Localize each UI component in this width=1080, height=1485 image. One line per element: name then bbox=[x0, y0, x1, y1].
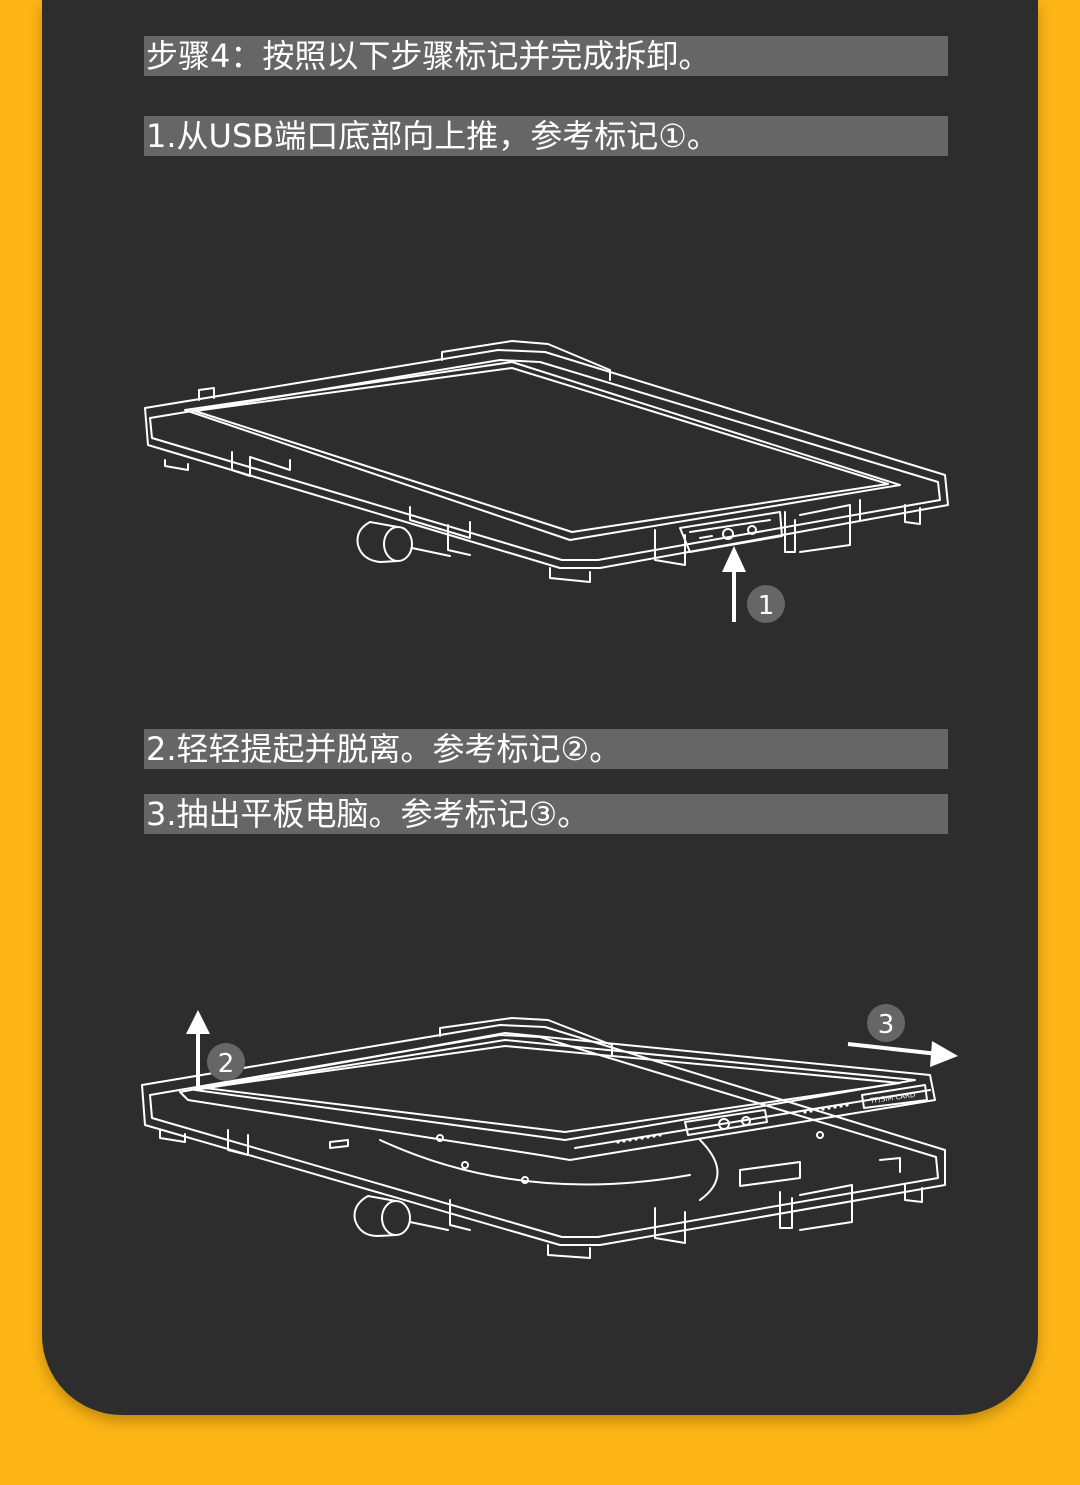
slide-out-arrow bbox=[847, 1041, 958, 1067]
svg-text:3: 3 bbox=[878, 1010, 895, 1040]
instruction-3: 3.抽出平板电脑。参考标记③。 bbox=[144, 794, 948, 834]
tablet-push-illustration: 1 bbox=[144, 340, 949, 623]
lift-arrow bbox=[186, 1010, 210, 1088]
svg-text:2: 2 bbox=[218, 1049, 235, 1079]
push-up-arrow bbox=[722, 546, 746, 622]
instruction-2: 2.轻轻提起并脱离。参考标记②。 bbox=[144, 729, 948, 769]
marker-3: 3 bbox=[867, 1004, 905, 1042]
marker-2: 2 bbox=[207, 1043, 245, 1081]
content-panel bbox=[42, 0, 1038, 1415]
step-heading: 步骤4：按照以下步骤标记并完成拆卸。 bbox=[144, 36, 948, 76]
marker-1: 1 bbox=[747, 585, 785, 623]
instruction-1: 1.从USB端口底部向上推，参考标记①。 bbox=[144, 116, 948, 156]
svg-text:1: 1 bbox=[758, 591, 775, 621]
